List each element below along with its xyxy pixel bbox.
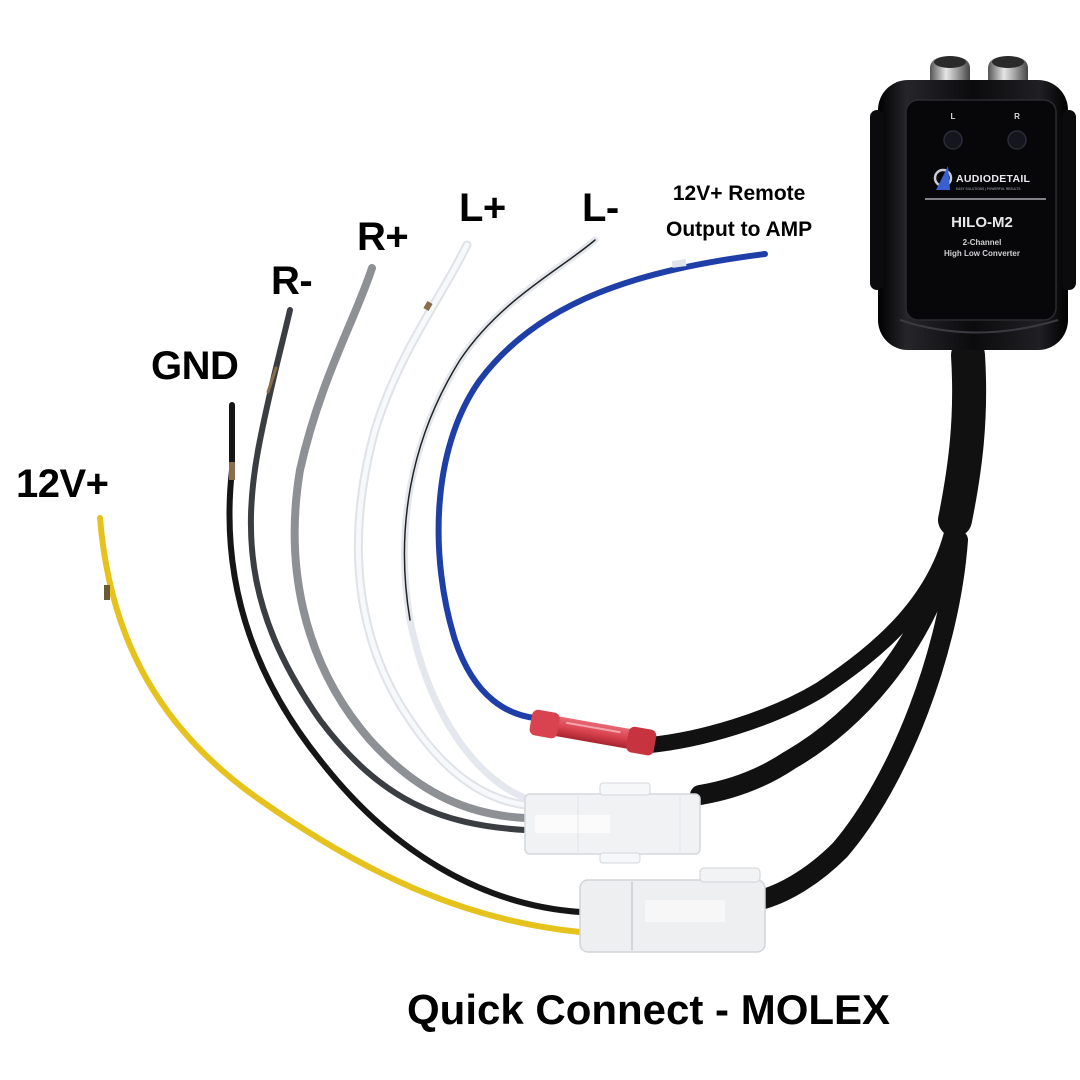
label-gnd: GND <box>151 344 239 388</box>
label-l-neg: L- <box>582 186 619 230</box>
butt-splice <box>529 709 657 756</box>
hilo-m2-device: L R AUDIODETAIL EASY SOLUTIONS | POWERFU… <box>870 56 1076 350</box>
wire-r-neg-strip <box>266 366 278 394</box>
brand-tagline: EASY SOLUTIONS | POWERFUL RESULTS <box>956 187 1020 191</box>
channel-label-right: R <box>1014 112 1020 121</box>
gain-knob-left[interactable] <box>943 130 963 150</box>
audiodetail-logo-icon <box>933 166 953 190</box>
wire-remote <box>435 251 768 721</box>
sleeve-trunk <box>938 338 987 537</box>
sleeve-branch-molex-lower <box>750 530 968 910</box>
label-r-neg: R- <box>271 259 313 303</box>
label-remote: 12V+ Remote Output to AMP <box>666 176 812 248</box>
label-remote-line2: Output to AMP <box>666 218 813 241</box>
label-remote-line1: 12V+ Remote <box>672 182 806 205</box>
harness-sleeve <box>642 338 987 910</box>
wire-gnd-strip <box>229 462 235 480</box>
wire-l-pos-inner <box>355 242 528 808</box>
wire-r-pos <box>290 264 529 822</box>
wire-gnd <box>226 402 583 915</box>
wire-l-pos <box>353 240 530 810</box>
wire-l-neg-stripe <box>403 239 596 621</box>
model-desc-2: High Low Converter <box>944 249 1020 258</box>
wire-12v-strip <box>104 585 110 600</box>
molex-connector-4pin <box>524 782 701 864</box>
label-r-pos: R+ <box>357 215 409 259</box>
wire-l-neg <box>400 236 599 802</box>
model-desc-1: 2-Channel <box>963 238 1002 247</box>
molex-connector-2pin <box>579 867 766 953</box>
brand-name: AUDIODETAIL <box>956 173 1031 185</box>
wire-remote-strip <box>671 259 687 268</box>
wires <box>97 236 768 935</box>
wire-12v <box>97 515 583 935</box>
channel-label-left: L <box>951 112 956 121</box>
label-l-pos: L+ <box>459 186 506 230</box>
gain-knob-right[interactable] <box>1007 130 1027 150</box>
label-12v: 12V+ <box>16 462 109 506</box>
sleeve-branch-molex-upper <box>690 520 965 805</box>
model-name: HILO-M2 <box>951 214 1013 231</box>
caption-title: Quick Connect - MOLEX <box>407 986 891 1033</box>
wire-l-pos-strip <box>423 301 433 311</box>
